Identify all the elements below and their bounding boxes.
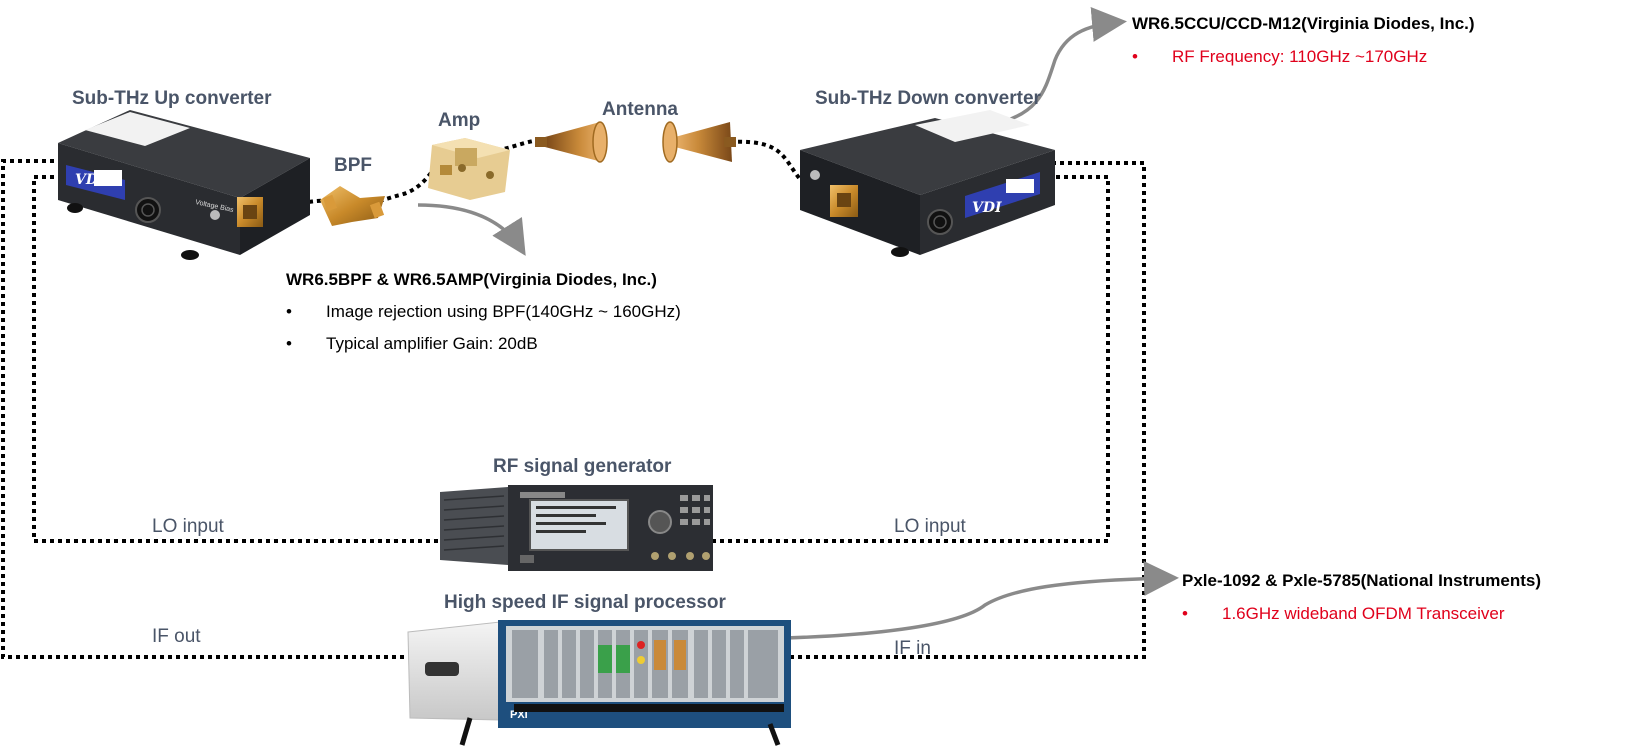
- lo-input-left-label: LO input: [152, 516, 224, 537]
- if-out-cable: [1, 159, 408, 659]
- up-converter-box-icon: VDI Voltage Bias: [58, 110, 310, 260]
- if-out-label: IF out: [152, 626, 201, 647]
- bpf-amp-note-item-1: •Image rejection using BPF(140GHz ~ 160G…: [286, 302, 681, 321]
- bpf-amp-note-item-2: •Typical amplifier Gain: 20dB: [286, 334, 538, 353]
- signal-generator-icon: [440, 485, 713, 571]
- pxie-arrow: [784, 561, 1179, 640]
- up-converter-label: Sub-THz Up converter: [72, 88, 272, 109]
- pxie-note-item: •1.6GHz wideband OFDM Transceiver: [1182, 604, 1505, 623]
- lo-input-right-label: LO input: [894, 516, 966, 537]
- bullet-icon: •: [1132, 47, 1138, 66]
- annotation-arrows: [417, 6, 1179, 640]
- rf-generator-label: RF signal generator: [493, 456, 672, 477]
- bullet-icon: •: [1182, 604, 1188, 623]
- if-processor-label: High speed IF signal processor: [444, 592, 726, 613]
- down-converter-label: Sub-THz Down converter: [815, 88, 1041, 109]
- bpf-label: BPF: [334, 155, 372, 176]
- lo-input-right-cable: [712, 175, 1110, 543]
- amp-label: Amp: [438, 110, 481, 131]
- horn-antenna-rx-icon: [662, 121, 736, 163]
- bpf-amp-note-title: WR6.5BPF & WR6.5AMP(Virginia Diodes, Inc…: [286, 270, 657, 289]
- band-pass-filter-icon: [320, 186, 385, 226]
- ccu-note-item: •RF Frequency: 110GHz ~170GHz: [1132, 47, 1428, 66]
- pxi-chassis-icon: PXI: [407, 620, 791, 746]
- bullet-icon: •: [286, 302, 292, 321]
- pxie-note-title: Pxle-1092 & Pxle-5785(National Instrumen…: [1182, 571, 1542, 590]
- horn-antenna-tx-icon: [535, 121, 608, 163]
- bpf-amp-arrow: [417, 203, 526, 256]
- lo-input-left-cable: [32, 175, 438, 543]
- ccu-arrow: [989, 6, 1127, 127]
- if-in-cable: [782, 161, 1146, 659]
- vdi-logo-right: VDI: [972, 200, 1002, 216]
- if-in-label: IF in: [894, 638, 931, 659]
- bullet-icon: •: [286, 334, 292, 353]
- down-converter-box-icon: VDI: [800, 110, 1055, 257]
- ccu-note-title: WR6.5CCU/CCD-M12(Virginia Diodes, Inc.): [1132, 14, 1475, 33]
- antenna-label: Antenna: [602, 99, 678, 120]
- amplifier-block-icon: [428, 138, 510, 200]
